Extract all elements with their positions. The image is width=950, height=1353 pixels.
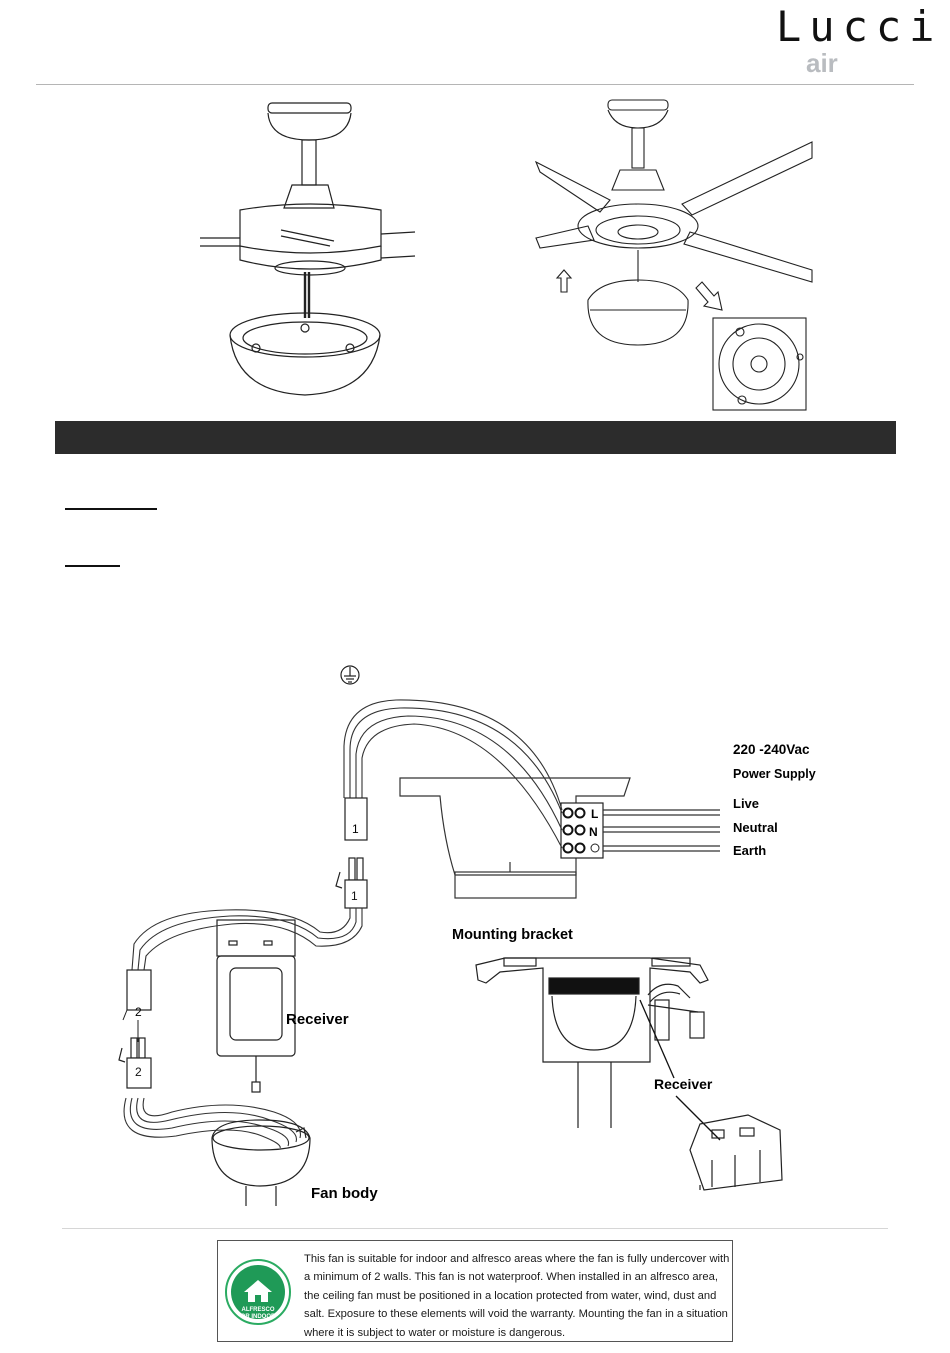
receiver-label: Receiver (286, 1011, 349, 1028)
fan-light-kit-left-illustration (200, 102, 416, 396)
ceiling-bracket-drawing (399, 777, 631, 899)
alfresco-indoor-badge-icon: ALFRESCO OR INDOOR (225, 1259, 291, 1325)
connector-2-lower: 2 (118, 1037, 152, 1089)
footer-divider (62, 1228, 888, 1229)
power-supply-label: Power Supply (733, 767, 816, 781)
terminal-l-label: L (591, 807, 598, 821)
svg-text:OR INDOOR: OR INDOOR (241, 1314, 276, 1320)
fan-light-kit-right-illustration (534, 99, 813, 411)
fan-body-drawing (211, 1119, 311, 1206)
terminal-block: L N (560, 802, 604, 859)
connector-2-lower-label: 2 (135, 1065, 142, 1079)
section-header-bar (55, 421, 896, 454)
connector-1-upper-label: 1 (352, 822, 359, 836)
connector-2-upper: 2 (122, 969, 152, 1021)
receiver-in-bracket-detail (689, 1114, 783, 1191)
light-kit-illustrations (200, 99, 813, 411)
connector-2-upper-label: 2 (135, 1005, 142, 1019)
supply-voltage-label: 220 -240Vac (733, 742, 810, 757)
earth-symbol-icon (340, 665, 360, 685)
header-divider (36, 84, 914, 85)
heading-underline-2 (65, 565, 120, 567)
terminal-n-label: N (589, 825, 598, 839)
mounting-bracket-drawing (475, 957, 709, 1128)
earth-label: Earth (733, 843, 766, 858)
connector-1-upper: 1 (344, 797, 368, 841)
mounting-bracket-label: Mounting bracket (452, 927, 573, 943)
receiver-unit (216, 919, 296, 1093)
live-label: Live (733, 796, 759, 811)
connector-1-lower-label: 1 (351, 889, 358, 903)
wiring-diagram: L N 1 1 (118, 665, 816, 1206)
brand-logo-sub: air (806, 50, 838, 76)
receiver-to-terminal-wires (343, 699, 563, 849)
alfresco-notice-text: This fan is suitable for indoor and alfr… (304, 1253, 730, 1339)
supply-wires (603, 809, 720, 852)
brand-logo-sub-text: air (806, 48, 838, 78)
heading-underline-1 (65, 508, 157, 510)
receiver-label-2: Receiver (654, 1076, 713, 1092)
brand-logo-wordmark: Lucci (776, 2, 943, 51)
svg-text:ALFRESCO: ALFRESCO (242, 1307, 275, 1313)
receiver-wire-bundles (123, 908, 363, 1149)
neutral-label: Neutral (733, 820, 778, 835)
fan-body-label: Fan body (311, 1185, 378, 1202)
connector-1-lower: 1 (335, 857, 368, 909)
alfresco-notice-box: ALFRESCO OR INDOOR This fan is suitable … (217, 1240, 733, 1342)
receiver-leader-lines (639, 999, 721, 1141)
